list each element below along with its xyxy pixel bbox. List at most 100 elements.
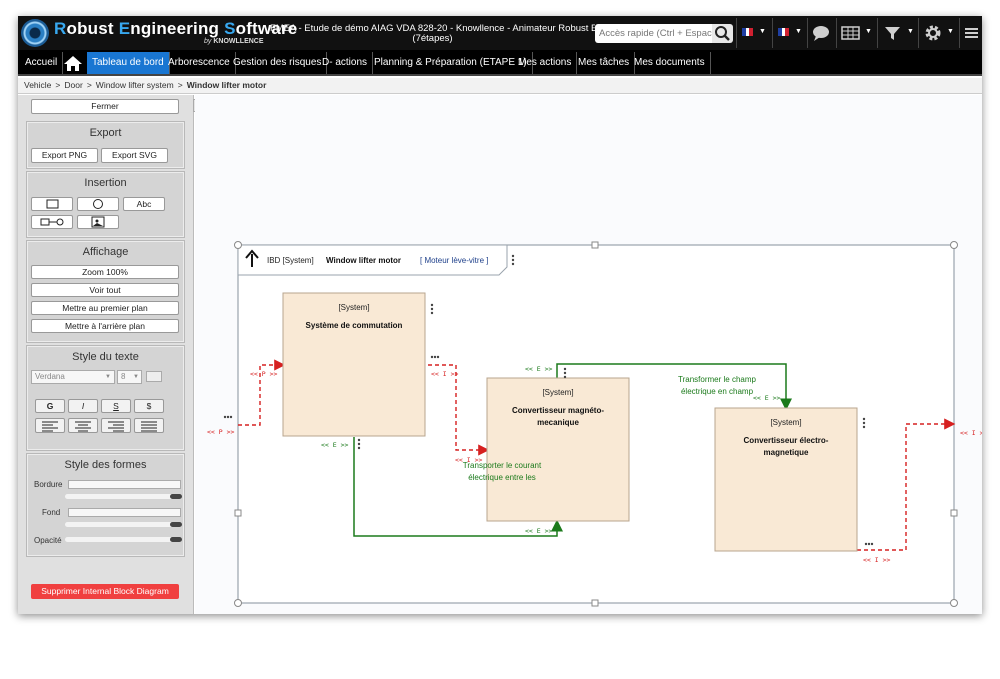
- export-title: Export: [89, 127, 122, 139]
- home-icon[interactable]: [62, 53, 84, 73]
- block-name-line2: magnetique: [764, 448, 809, 457]
- port-more-icon[interactable]: [864, 542, 874, 546]
- breadcrumb-vehicle[interactable]: Vehicle: [24, 80, 52, 90]
- shape-style-section: Style des formes Bordure Fond Opacité: [26, 453, 185, 557]
- flow-e-block1-block2[interactable]: [353, 437, 563, 537]
- block-magneto-mecanique[interactable]: [System] Convertisseur magnéto- mecaniqu…: [486, 377, 630, 522]
- block-more-icon[interactable]: [430, 303, 434, 315]
- hamburger-menu-icon[interactable]: [962, 23, 982, 43]
- port-more-icon[interactable]: [430, 355, 440, 359]
- app-logo-icon[interactable]: [21, 19, 49, 47]
- selection-handles[interactable]: [234, 241, 958, 607]
- bring-to-front-button[interactable]: Mettre au premier plan: [31, 301, 179, 315]
- insert-port-button[interactable]: [31, 215, 73, 229]
- ibd-diagram: IBD [System] Window lifter motor [ Moteu…: [207, 241, 982, 607]
- underline-button[interactable]: S: [101, 399, 131, 413]
- flow-label-transport-1: Transporter le courant: [463, 461, 542, 470]
- port-connector-icon: [40, 218, 64, 226]
- bold-button[interactable]: G: [35, 399, 65, 413]
- nav-arborescence[interactable]: Arborescence: [163, 52, 236, 74]
- border-slider[interactable]: [65, 494, 182, 499]
- font-family-select[interactable]: Verdana▼: [31, 370, 115, 384]
- border-color-picker[interactable]: [68, 480, 181, 489]
- export-png-button[interactable]: Export PNG: [31, 148, 98, 163]
- nav-planning-preparation[interactable]: Planning & Préparation (ETAPE 1): [369, 52, 533, 74]
- dollar-button[interactable]: $: [134, 399, 164, 413]
- align-left-button[interactable]: [35, 418, 65, 433]
- breadcrumb-door[interactable]: Door: [64, 80, 83, 90]
- flow-i-output[interactable]: [857, 418, 956, 551]
- export-svg-button[interactable]: Export SVG: [101, 148, 168, 163]
- chevron-down-icon[interactable]: ▼: [947, 28, 954, 35]
- flow-e-block2-block3[interactable]: [556, 363, 792, 411]
- port-more-icon[interactable]: [357, 438, 361, 450]
- insert-rectangle-button[interactable]: [31, 197, 73, 211]
- fill-slider-handle[interactable]: [170, 522, 182, 527]
- frame-more-icon[interactable]: [511, 254, 515, 266]
- shape-style-title: Style des formes: [64, 459, 147, 471]
- nav-gestion-des-risques[interactable]: Gestion des risques: [228, 52, 328, 74]
- gear-icon[interactable]: [922, 23, 944, 43]
- frame-subtitle: [ Moteur lève-vitre ]: [420, 256, 488, 265]
- breadcrumb-window-lifter-system[interactable]: Window lifter system: [95, 80, 174, 90]
- close-button[interactable]: Fermer: [31, 99, 179, 114]
- opacity-slider-handle[interactable]: [170, 537, 182, 542]
- app-window: Robust Engineering Software by KNOWLLENC…: [18, 16, 982, 614]
- nav-mes-documents[interactable]: Mes documents: [629, 52, 711, 74]
- delete-ibd-button[interactable]: Supprimer Internal Block Diagram: [31, 584, 179, 599]
- table-icon[interactable]: [840, 23, 862, 43]
- fill-color-picker[interactable]: [68, 508, 181, 517]
- flow-p-input[interactable]: [238, 359, 286, 426]
- align-justify-icon: [141, 421, 157, 432]
- affichage-section: Affichage Zoom 100% Voir tout Mettre au …: [26, 240, 185, 343]
- search-button[interactable]: [712, 24, 733, 43]
- frame-prefix: IBD [System]: [267, 256, 314, 265]
- block-more-icon[interactable]: [563, 367, 567, 379]
- nav-accueil[interactable]: Accueil: [20, 52, 64, 74]
- insert-text-button[interactable]: Abc: [123, 197, 165, 211]
- search-icon: [715, 26, 730, 41]
- font-size-select[interactable]: 8▼: [117, 370, 142, 384]
- diagram-canvas[interactable]: IBD [System] Window lifter motor [ Moteu…: [195, 95, 982, 614]
- chevron-down-icon[interactable]: ▼: [907, 28, 914, 35]
- chat-icon[interactable]: [810, 23, 832, 43]
- block-more-icon[interactable]: [862, 417, 866, 429]
- block-name: Système de commutation: [306, 321, 403, 330]
- block-stereotype: [System]: [542, 388, 573, 397]
- chevron-down-icon[interactable]: ▼: [865, 28, 872, 35]
- quick-access-search-input[interactable]: Accès rapide (Ctrl + Espace): [595, 24, 713, 43]
- nav-tableau-de-bord[interactable]: Tableau de bord: [87, 52, 170, 74]
- zoom-100-button[interactable]: Zoom 100%: [31, 265, 179, 279]
- align-center-button[interactable]: [68, 418, 98, 433]
- align-right-icon: [108, 421, 124, 432]
- insert-ellipse-button[interactable]: [77, 197, 119, 211]
- fill-label: Fond: [42, 508, 61, 517]
- opacity-slider[interactable]: [65, 537, 182, 542]
- send-to-back-button[interactable]: Mettre à l'arrière plan: [31, 319, 179, 333]
- french-flag-icon: [742, 28, 754, 36]
- nav-mes-actions[interactable]: Mes actions: [513, 52, 578, 74]
- align-justify-button[interactable]: [134, 418, 164, 433]
- align-right-button[interactable]: [101, 418, 131, 433]
- opacity-label: Opacité: [34, 536, 62, 545]
- italic-button[interactable]: I: [68, 399, 98, 413]
- block-electro-magnetique[interactable]: [System] Convertisseur électro- magnetiq…: [714, 407, 858, 552]
- up-arrow-icon[interactable]: [245, 249, 259, 267]
- text-style-section: Style du texte Verdana▼ 8▼ G I S $: [26, 345, 185, 451]
- border-slider-handle[interactable]: [170, 494, 182, 499]
- fill-slider[interactable]: [65, 522, 182, 527]
- nav-d-actions[interactable]: D- actions: [317, 52, 374, 74]
- rectangle-icon: [46, 199, 59, 209]
- block-commutation[interactable]: [System] Système de commutation: [282, 292, 426, 437]
- see-all-button[interactable]: Voir tout: [31, 283, 179, 297]
- port-label-p: << P >>: [207, 428, 234, 436]
- filter-icon[interactable]: [882, 23, 904, 43]
- port-more-icon[interactable]: [223, 415, 233, 419]
- insert-image-button[interactable]: [77, 215, 119, 229]
- block-name-line1: Convertisseur électro-: [744, 436, 829, 445]
- text-color-picker[interactable]: [146, 371, 162, 382]
- port-label-i-far-right: << I >: [960, 429, 982, 437]
- port-label-e-top: << E >>: [525, 365, 552, 373]
- nav-mes-taches[interactable]: Mes tâches: [573, 52, 636, 74]
- flow-i-block1-block2[interactable]: [428, 364, 490, 456]
